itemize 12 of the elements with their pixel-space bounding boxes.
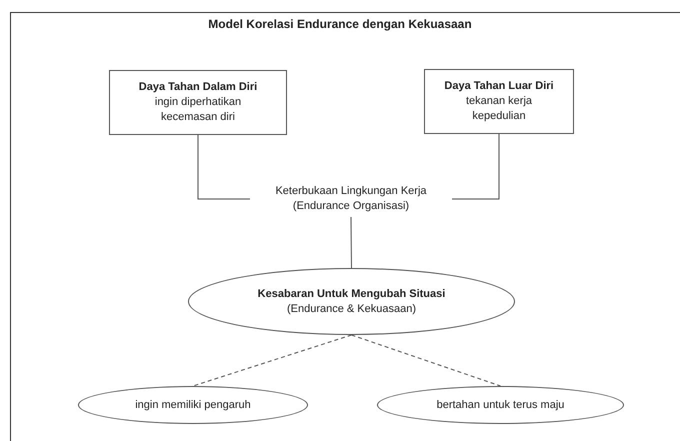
text-box: Daya Tahan Dalam Diri ingin diperhatikan kecemasan diri — [109, 70, 287, 135]
connector-line — [192, 334, 352, 386]
connector-line — [350, 216, 352, 268]
text-ellipse: Kesabaran Untuk Mengubah Situasi (Endurance & Kekuasaan) — [188, 268, 515, 335]
text-box: Daya Tahan Luar Diri tekanan kerja kepedulian — [424, 69, 574, 134]
connector-line — [351, 334, 501, 386]
text-ellipse: bertahan untuk terus maju — [377, 386, 624, 424]
text-ellipse: ingin memiliki pengaruh — [78, 386, 308, 424]
connector-line — [198, 134, 250, 200]
diagram-title: Model Korelasi Endurance dengan Kekuasaan — [207, 17, 473, 31]
text-label: Keterbukaan Lingkungan Kerja (Endurance Organisasi) — [250, 181, 452, 217]
connector-line — [452, 134, 500, 200]
